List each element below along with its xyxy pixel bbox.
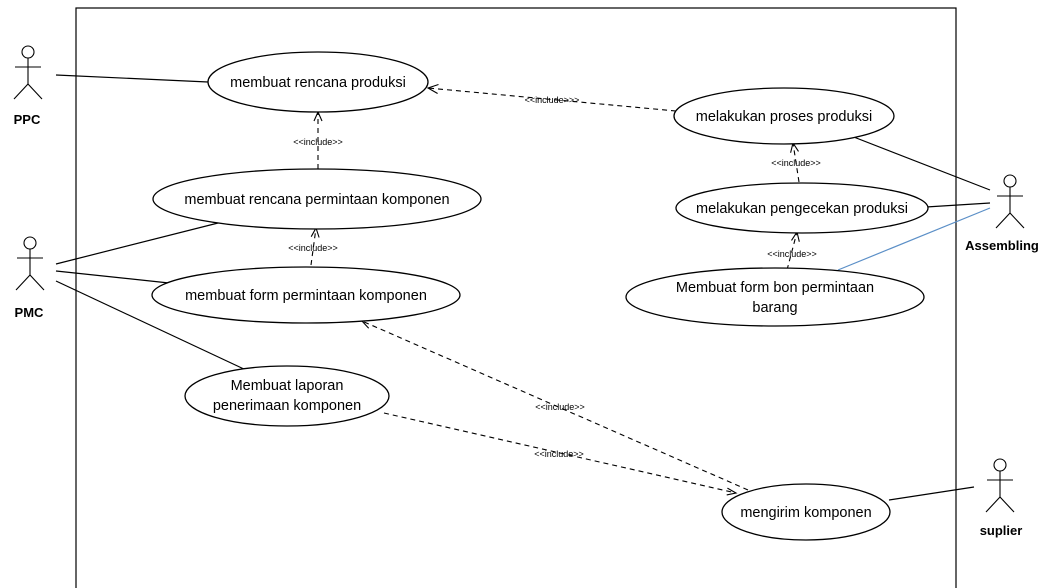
include-label-pengecekan-proses: <<include>>: [771, 158, 821, 168]
actor-suplier[interactable]: suplier: [980, 458, 1023, 538]
actor-pmc[interactable]: PMC: [15, 236, 45, 320]
association-pmc-form-permintaan: [55, 270, 170, 284]
use-case-label: membuat form permintaan komponen: [185, 288, 427, 304]
association-assembling-proses-produksi: [845, 133, 991, 191]
use-case-ellipse: [184, 365, 390, 427]
include-label-proses-rencana: <<include>>>: [525, 95, 580, 105]
use-case-ellipse: [675, 182, 929, 234]
use-case-label-line-1: Membuat form bon permintaan: [676, 280, 874, 296]
actor-suplier-label: suplier: [980, 523, 1023, 538]
include-proses-to-rencana-produksi: [427, 87, 677, 112]
arrowhead-rencana-produksi-right: [426, 83, 439, 94]
use-case-ellipse: [673, 87, 895, 145]
actor-assembling-icon: [995, 174, 1025, 229]
include-labels: <<include>>> <<include>> <<include>> <<i…: [288, 95, 821, 459]
actor-pmc-label: PMC: [15, 305, 45, 320]
use-case-label-line-2: barang: [752, 300, 797, 316]
use-case-laporan-penerimaan-komponen[interactable]: Membuat laporan penerimaan komponen: [184, 365, 390, 427]
use-case-rencana-produksi[interactable]: membuat rencana produksi: [207, 51, 429, 113]
actor-ppc-label: PPC: [14, 112, 41, 127]
use-case-ellipse: [721, 483, 891, 541]
association-pmc-laporan-penerimaan: [55, 280, 247, 371]
actor-assembling-label: Assembling: [965, 238, 1039, 253]
use-case-ellipse: [207, 51, 429, 113]
use-case-ellipse: [152, 168, 482, 230]
use-case-pengecekan-produksi[interactable]: melakukan pengecekan produksi: [675, 182, 929, 234]
use-case-ellipse: [151, 266, 461, 324]
actor-pmc-icon: [15, 236, 45, 291]
use-case-form-bon-permintaan-barang[interactable]: Membuat form bon permintaan barang: [625, 267, 925, 327]
include-label-form-bon-pengecekan: <<include>>: [767, 249, 817, 259]
use-case-rencana-permintaan-komponen[interactable]: membuat rencana permintaan komponen: [152, 168, 482, 230]
actor-ppc[interactable]: PPC: [13, 45, 43, 127]
use-case-proses-produksi[interactable]: melakukan proses produksi: [673, 87, 895, 145]
actor-assembling[interactable]: Assembling: [965, 174, 1039, 253]
include-mengirim-to-laporan: [383, 412, 737, 494]
include-form-to-rencana-permintaan: [310, 227, 317, 266]
actor-suplier-icon: [985, 458, 1015, 513]
include-label-form-permintaan: <<include>>: [288, 243, 338, 253]
association-suplier-mengirim-komponen: [888, 486, 975, 501]
use-case-ellipse: [625, 267, 925, 327]
association-assembling-pengecekan-produksi: [925, 202, 991, 208]
use-case-label-line-1: Membuat laporan: [231, 378, 344, 394]
actor-ppc-icon: [13, 45, 43, 100]
use-case-label: mengirim komponen: [740, 505, 871, 521]
association-assembling-form-bon: [837, 207, 991, 271]
associations: [55, 74, 991, 501]
include-label-mengirim-form: <<include>>: [535, 402, 585, 412]
use-case-label: membuat rencana permintaan komponen: [184, 192, 449, 208]
system-boundary: [75, 7, 957, 588]
association-pmc-rencana-permintaan: [55, 220, 227, 265]
arrowhead-mengirim-komponen: [726, 487, 738, 496]
include-pengecekan-to-proses: [792, 142, 800, 183]
use-case-form-permintaan-komponen[interactable]: membuat form permintaan komponen: [151, 266, 461, 324]
use-case-mengirim-komponen[interactable]: mengirim komponen: [721, 483, 891, 541]
use-case-label: melakukan pengecekan produksi: [696, 201, 908, 217]
include-form-bon-to-pengecekan: [786, 231, 798, 271]
association-ppc-rencana-produksi: [55, 74, 209, 83]
include-label-permintaan-rencana: <<include>>: [293, 137, 343, 147]
use-case-label: membuat rencana produksi: [230, 75, 406, 91]
include-mengirim-to-form-permintaan: [361, 320, 749, 491]
use-case-label-line-2: penerimaan komponen: [213, 398, 361, 414]
use-case-label: melakukan proses produksi: [696, 109, 873, 125]
include-label-mengirim-laporan: <<include>>: [534, 449, 584, 459]
